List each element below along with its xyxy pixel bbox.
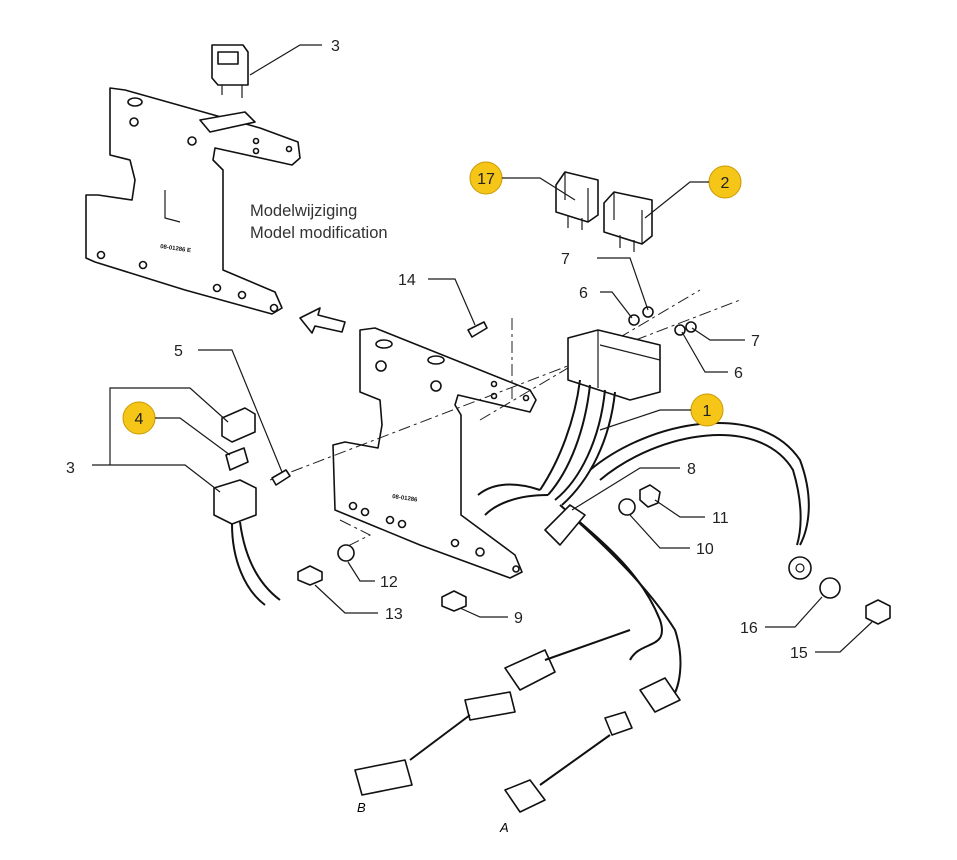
assembly-axis: [269, 299, 741, 481]
washer-10: [618, 498, 636, 516]
callout-14: 14: [398, 272, 416, 289]
leader-6-b: [681, 331, 728, 373]
washer-16: [819, 577, 841, 599]
mounting-plate: 08-01286: [332, 327, 537, 579]
callout-6-a: 6: [579, 285, 588, 302]
leader-11: [654, 499, 705, 518]
nut-11: [639, 484, 661, 508]
leader-10: [629, 514, 690, 549]
leader-5: [198, 349, 283, 473]
callout-16: 16: [740, 620, 758, 637]
leader-8: [571, 467, 680, 511]
leader-17: [502, 177, 576, 201]
wiring-harness: [354, 329, 812, 813]
callout-11: 11: [712, 510, 729, 527]
leader-1: [599, 409, 691, 431]
old-plate-code: 08-01286 E: [160, 244, 192, 254]
arrow-icon: [299, 307, 346, 334]
leader-12: [347, 561, 375, 582]
relay-17: [555, 171, 599, 230]
leader-4: [155, 417, 231, 456]
leader-14: [428, 278, 476, 326]
assembly-axis: [339, 519, 372, 551]
model-modification-note-en: Model modification: [250, 224, 388, 242]
callout-2: 2: [721, 175, 730, 192]
callout-5: 5: [174, 343, 183, 360]
leader-9: [459, 607, 508, 618]
callout-13: 13: [385, 606, 403, 623]
callout-4: 4: [135, 411, 144, 428]
old-mounting-plate: 08-01286 E: [85, 87, 301, 315]
model-modification-note-nl: Modelwijziging: [250, 202, 357, 220]
screw-5: [271, 469, 291, 486]
leader-16: [765, 596, 823, 628]
leader-2: [644, 181, 709, 219]
callout-6-b: 6: [734, 365, 743, 382]
connector-a-label: A: [499, 820, 509, 835]
fuse-cover: [221, 407, 256, 443]
bolt-9: [441, 590, 467, 612]
callout-8: 8: [687, 461, 696, 478]
leader-3-left: [109, 387, 229, 493]
leader-13: [314, 584, 378, 614]
bolt-15: [865, 599, 891, 625]
relay-2: [603, 191, 653, 252]
leader-6-a: [600, 291, 633, 319]
fuse-holder: [213, 479, 257, 525]
callout-7-b: 7: [751, 333, 760, 350]
connector-b-label: B: [357, 800, 366, 815]
callout-7-a: 7: [561, 251, 570, 268]
fuse-holder-top: [211, 44, 249, 98]
callout-1: 1: [703, 403, 712, 420]
leader-7-b: [691, 327, 745, 341]
screw-14: [467, 321, 488, 338]
assembly-axis: [479, 289, 701, 421]
leader-15: [815, 621, 873, 653]
leader-7-a: [597, 257, 649, 311]
callout-10: 10: [696, 541, 714, 558]
leader-3-top: [249, 44, 322, 76]
bolt-13: [297, 565, 323, 586]
callout-17: 17: [477, 171, 495, 188]
washer-12: [337, 544, 355, 562]
fuse: [225, 447, 249, 471]
callout-15: 15: [790, 645, 808, 662]
callout-3-left: 3: [66, 460, 75, 477]
callout-3-top: 3: [331, 38, 340, 55]
callout-9: 9: [514, 610, 523, 627]
plate-code: 08-01286: [392, 494, 419, 504]
callout-12: 12: [380, 574, 398, 591]
